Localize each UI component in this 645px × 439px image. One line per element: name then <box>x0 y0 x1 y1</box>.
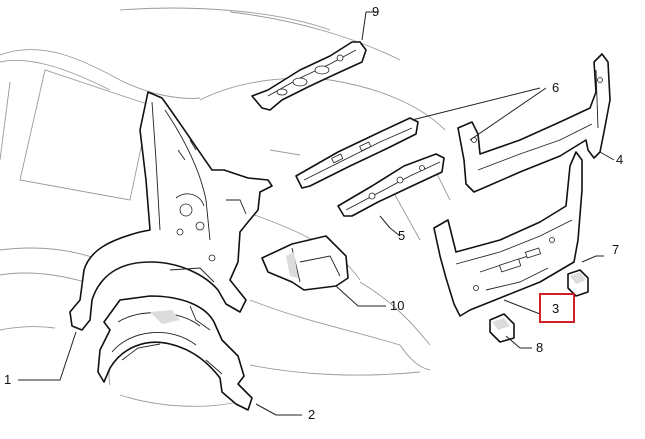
callout-6: 6 <box>552 80 559 95</box>
part-small-bracket-7 <box>567 269 589 297</box>
callout-10: 10 <box>390 298 404 313</box>
callout-labels: 1 2 3 4 5 6 7 8 9 10 <box>4 4 623 422</box>
part-upper-crossmember <box>295 117 419 189</box>
callout-3: 3 <box>552 301 559 316</box>
callout-4: 4 <box>616 152 623 167</box>
callout-7: 7 <box>612 242 619 257</box>
part-rear-panel-lower <box>433 151 583 317</box>
callout-8: 8 <box>536 340 543 355</box>
part-rear-panel-upper <box>457 53 611 193</box>
part-inner-wheelhouse <box>97 295 253 411</box>
callout-3-highlight-box <box>539 293 575 323</box>
part-roof-crossmember <box>251 41 367 111</box>
part-lower-crossmember <box>337 153 445 217</box>
callout-2: 2 <box>308 407 315 422</box>
leader-lines <box>18 11 615 416</box>
callout-5: 5 <box>398 228 405 243</box>
part-bracket <box>261 235 349 291</box>
part-quarter-panel <box>69 91 273 331</box>
callout-1: 1 <box>4 372 11 387</box>
callout-9: 9 <box>372 4 379 19</box>
part-small-bracket-8 <box>489 313 515 343</box>
